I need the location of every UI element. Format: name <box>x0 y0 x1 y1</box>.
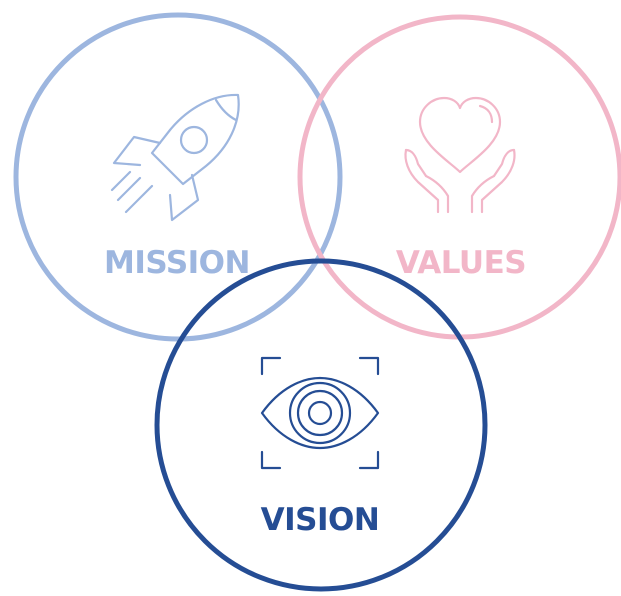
values-circle <box>297 14 621 340</box>
mission-circle <box>13 12 343 342</box>
mission-label: MISSION <box>104 245 250 281</box>
values-label: VALUES <box>396 245 526 281</box>
vision-circle <box>154 258 488 592</box>
eye-focus-icon <box>260 356 380 470</box>
heart-in-hands-icon <box>404 96 516 214</box>
rocket-icon <box>110 93 240 222</box>
vision-label: VISION <box>261 502 380 538</box>
